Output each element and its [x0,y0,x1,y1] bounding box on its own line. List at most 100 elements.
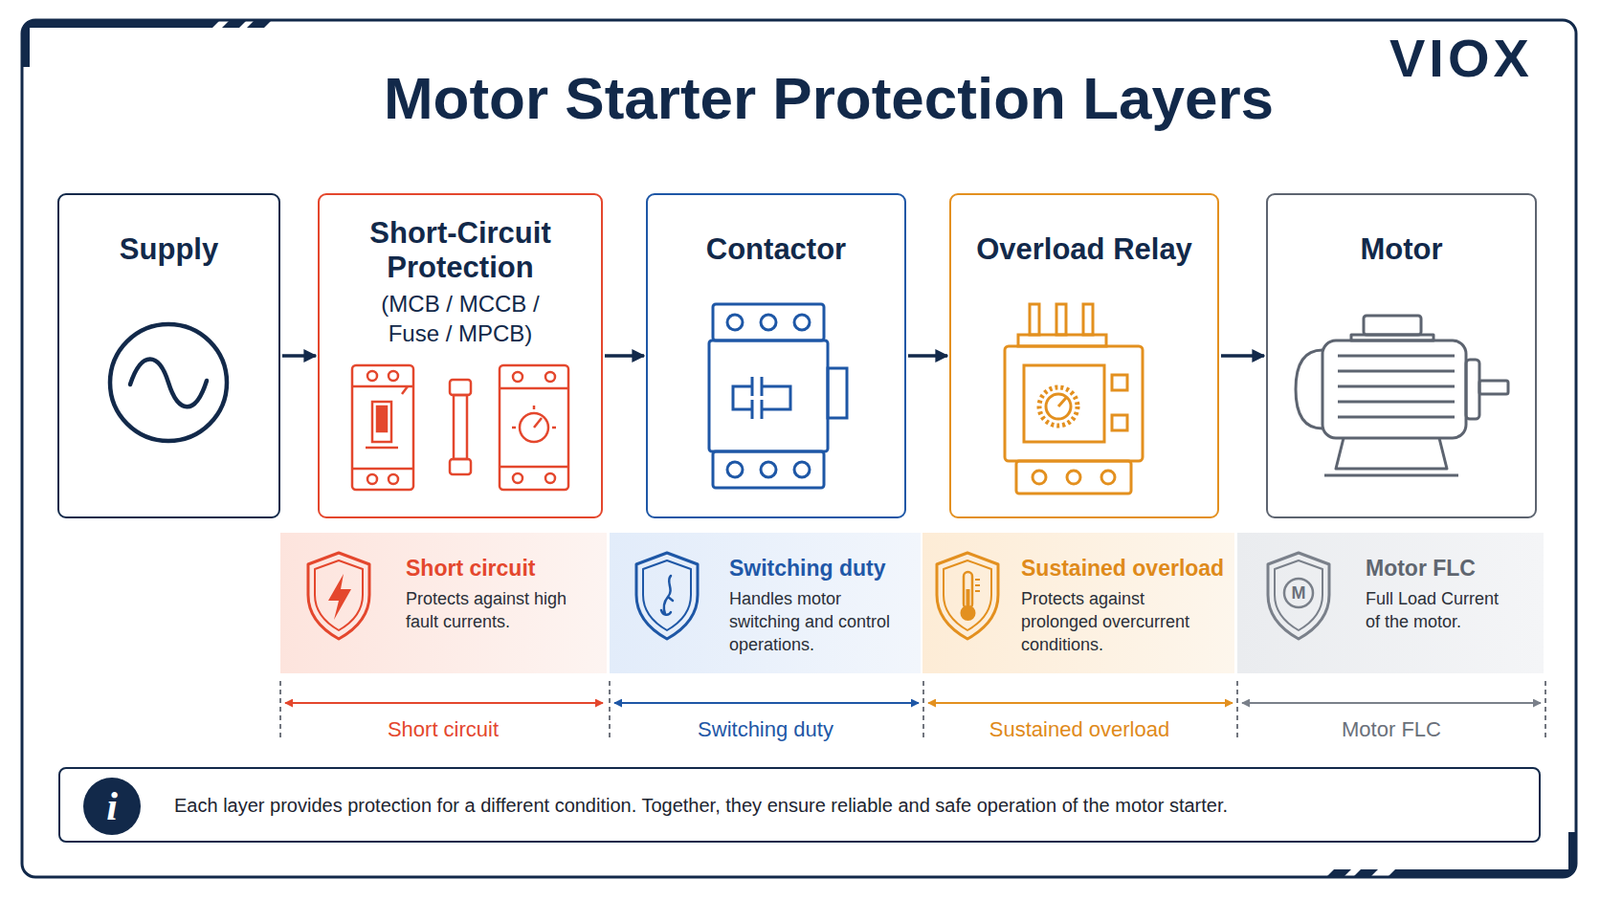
protection-band: Short circuitProtects against high fault… [280,533,607,674]
shield-icon-part [963,572,973,609]
page-frame-part [1326,869,1352,878]
band-heading: Sustained overload [1021,554,1224,583]
box-header: Short-Circuit Protection(MCB / MCCB / Fu… [319,216,601,349]
shield-icon-part [975,590,980,593]
page-frame-part [1387,832,1577,878]
box-header: Overload Relay [951,232,1218,267]
page-frame-part [246,20,272,28]
shield-icon-part [314,560,363,631]
dimension-ticks-part [279,681,282,742]
component-box: Overload Relay [949,193,1220,519]
dimension-ticks-part [608,681,611,742]
shield-icon-part [643,560,691,631]
mcb-symbol-part [352,467,414,471]
overload-relay-symbol-part [1039,387,1078,426]
mcb-symbol-part [388,371,399,381]
overload-relay-symbol-part [1066,470,1081,485]
mpcb-symbol-part [499,365,569,490]
flow-arrow [604,354,645,358]
dimension-arrows [285,702,1541,705]
overload-relay-symbol-part [1023,365,1105,443]
info-badge: i [83,777,141,836]
dimension-arrows-part [1242,702,1541,705]
protection-band: Sustained overloadProtects against prolo… [922,533,1235,674]
overload-relay-symbol-part [1018,334,1107,347]
box-header: Contactor [647,232,905,267]
dimension-ticks-part [922,681,925,742]
motor-symbol-part [1337,355,1455,358]
band-body: Protects against high fault currents. [405,587,588,634]
protection-band: Switching dutyHandles motor switching an… [609,533,921,674]
overload-relay-symbol-part [1111,375,1128,391]
diagram-title: Motor Starter Protection Layers [383,63,1274,134]
motor-symbol-part [1337,416,1455,420]
flow-arrow [1221,354,1265,358]
contactor-symbol-part [712,451,824,489]
mcb-symbol-part [401,386,408,395]
band-heading: Short circuit [405,554,535,583]
dimension-ticks-part [1236,681,1239,742]
box-header: Supply [59,232,279,267]
dimension-arrows-part [614,702,919,705]
mpcb-symbol-part [533,418,542,428]
mpcb-symbol-part [499,387,569,391]
overload-relay-symbol-part [1004,346,1143,462]
mpcb-symbol-part [545,473,556,484]
dimension-ticks [280,681,1546,742]
contactor-symbol-part [727,462,743,478]
shield-icon-part [328,574,352,621]
shield-icon-part [1274,560,1323,631]
contactor-symbol-part [794,462,810,478]
band-heading: Switching duty [729,554,887,583]
contactor-symbol-part [760,314,777,331]
box-title: Contactor [647,232,905,267]
page-frame-part [1353,869,1378,878]
overload-relay-symbol-part [1083,304,1093,335]
overload-relay-symbol-part [1016,461,1132,494]
component-box: Supply [57,193,281,519]
page-frame-part [22,20,221,67]
overload-relay-symbol-part [1111,415,1128,431]
fuse-symbol-part [449,459,471,475]
dimension-label: Short circuit [387,719,499,741]
motor-symbol-part [1335,438,1447,469]
overload-relay-symbol-part [1056,304,1067,335]
band-body: Full Load Current of the motor. [1365,587,1510,634]
shield-icon-part [960,605,977,622]
box-subtitle: (MCB / MCCB / Fuse / MPCB) [364,288,556,349]
motor-symbol [1295,315,1509,476]
overload-relay-symbol-part [1045,394,1071,420]
motor-symbol-part [1479,380,1509,395]
mcb-symbol [352,365,414,490]
box-title: Short-Circuit Protection [319,216,601,286]
contactor-symbol-part [794,314,810,331]
note-box: Each layer provides protection for a dif… [58,767,1541,844]
band-body: Protects against prolonged overcurrent c… [1021,587,1218,657]
mcb-symbol-part [352,385,414,389]
component-box: Contactor [645,193,907,519]
overload-relay-symbol [1004,304,1143,494]
mpcb-symbol [499,365,569,490]
ac-supply-symbol-part [130,359,207,408]
component-box: Short-Circuit Protection(MCB / MCCB / Fu… [317,193,603,519]
contactor-symbol [709,304,847,489]
dimension-arrows-part [285,702,603,705]
page-frame-part [222,20,247,28]
shield-icon-part [661,576,673,616]
shield-icon-part [975,584,980,587]
icon-letter: M [1291,584,1307,602]
box-title: Overload Relay [951,232,1218,267]
shield-icon-part [636,553,698,640]
shield-icon-part [1284,578,1313,608]
badge-letter: i [83,777,141,836]
mpcb-symbol-part [499,466,569,469]
contactor-symbol-part [827,368,847,419]
shield-icon-part [943,560,992,631]
band-body: Handles motor switching and control oper… [729,587,907,657]
note-text: Each layer provides protection for a dif… [174,794,1228,817]
flow-arrow [282,354,316,358]
